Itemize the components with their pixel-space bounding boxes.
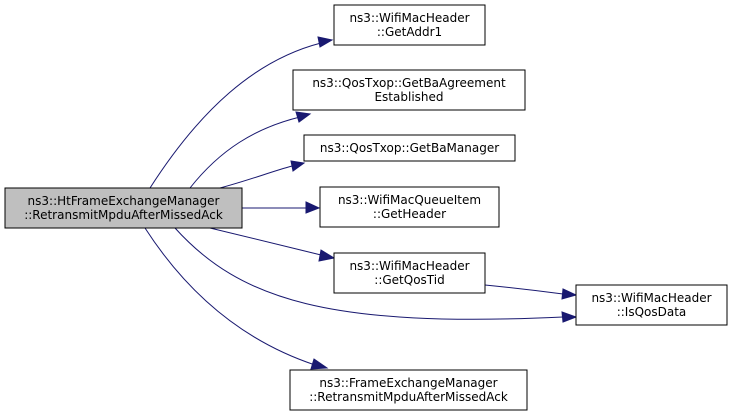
edge-line (144, 227, 316, 366)
node-label-line: ns3::WifiMacHeader (349, 259, 469, 273)
node-label-line: ns3::QosTxop::GetBaManager (320, 141, 499, 155)
edge-getqostid-to-isqosdata (484, 284, 578, 300)
node-fem-retransmit[interactable]: ns3::FrameExchangeManager::RetransmitMpd… (289, 369, 528, 411)
node-isqosdata[interactable]: ns3::WifiMacHeader::IsQosData (575, 284, 728, 326)
arrowhead-icon (310, 358, 329, 370)
edge-line (219, 165, 293, 189)
node-box (333, 252, 486, 294)
node-label-line: ns3::WifiMacHeader (591, 291, 711, 305)
node-box (292, 69, 526, 111)
node-box (4, 187, 243, 229)
edge-root-to-getbaagreement (189, 111, 312, 189)
node-getheader[interactable]: ns3::WifiMacQueueItem::GetHeader (319, 186, 500, 228)
arrowhead-icon (561, 311, 578, 323)
edge-root-to-isqosdata (174, 227, 578, 323)
edge-line (209, 227, 322, 256)
arrowhead-icon (561, 288, 578, 300)
node-label-line: ::RetransmitMpduAfterMissedAck (309, 390, 508, 404)
node-label-line: ::GetHeader (373, 207, 446, 221)
node-label-line: Established (374, 90, 443, 104)
node-label-line: ns3::HtFrameExchangeManager (28, 194, 220, 208)
edge-root-to-getaddr1 (149, 36, 334, 189)
arrowhead-icon (295, 111, 312, 123)
edges-layer (144, 36, 578, 370)
edge-root-to-getqostid (209, 227, 336, 262)
edge-root-to-getheader (242, 201, 321, 214)
node-box (303, 134, 516, 162)
node-label-line: ::RetransmitMpduAfterMissedAck (24, 208, 223, 222)
node-label-line: ::GetAddr1 (377, 25, 442, 39)
node-root[interactable]: ns3::HtFrameExchangeManager::RetransmitM… (4, 187, 243, 229)
node-label-line: ns3::WifiMacHeader (349, 11, 469, 25)
node-box (289, 369, 528, 411)
edge-line (174, 227, 564, 320)
node-box (319, 186, 500, 228)
node-label-line: ns3::QosTxop::GetBaAgreement (312, 76, 506, 90)
edge-line (484, 284, 564, 295)
edge-line (189, 116, 301, 189)
node-getaddr1[interactable]: ns3::WifiMacHeader::GetAddr1 (333, 4, 486, 46)
node-box (333, 4, 486, 46)
nodes-layer: ns3::HtFrameExchangeManager::RetransmitM… (4, 4, 728, 411)
edge-root-to-getbamanager (219, 160, 306, 189)
arrowhead-icon (305, 201, 321, 214)
node-label-line: ns3::WifiMacQueueItem (338, 193, 481, 207)
node-label-line: ::GetQosTid (374, 273, 444, 287)
arrowhead-icon (317, 36, 334, 48)
node-getbamanager[interactable]: ns3::QosTxop::GetBaManager (303, 134, 516, 162)
node-box (575, 284, 728, 326)
edge-root-to-fem-retransmit (144, 227, 329, 370)
edge-line (149, 42, 322, 189)
node-getqostid[interactable]: ns3::WifiMacHeader::GetQosTid (333, 252, 486, 294)
node-label-line: ::IsQosData (617, 305, 687, 319)
arrowhead-icon (290, 160, 306, 172)
arrowhead-icon (318, 249, 336, 262)
node-label-line: ns3::FrameExchangeManager (319, 376, 497, 390)
